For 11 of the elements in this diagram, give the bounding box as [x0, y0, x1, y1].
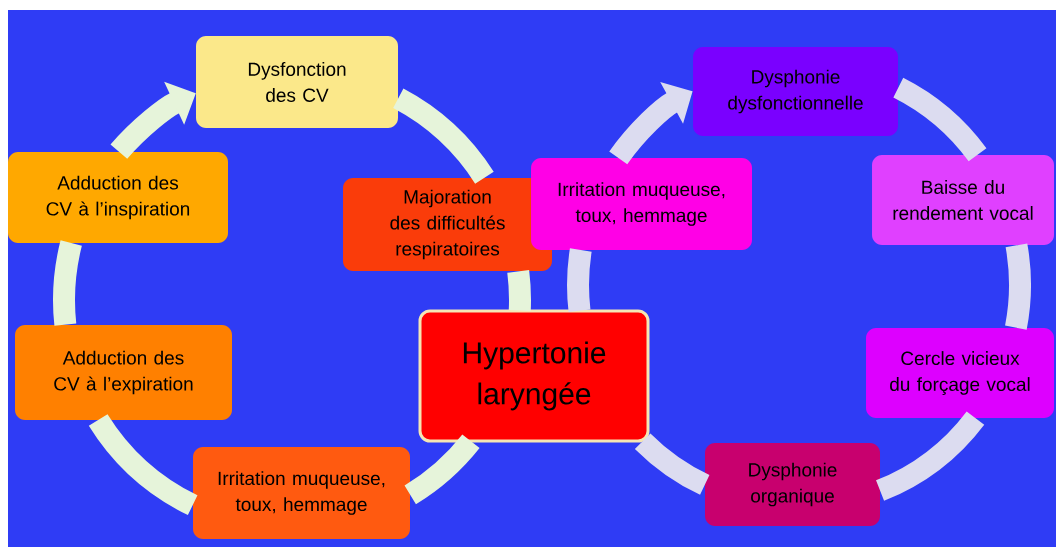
process-box: Dysfonction des CV — [196, 36, 398, 128]
process-box: Adduction des CV à l’inspiration — [8, 152, 228, 243]
central-box: Hypertonie laryngée — [418, 309, 650, 443]
process-box: Irritation muqueuse, toux, hemmage — [531, 158, 752, 250]
process-box: Dysphonie organique — [705, 443, 880, 526]
process-box: Baisse du rendement vocal — [872, 155, 1054, 245]
process-box: Dysphonie dysfonctionnelle — [693, 47, 898, 136]
process-box: Irritation muqueuse, toux, hemmage — [193, 447, 410, 539]
process-box: Majoration des difficultés respiratoires — [343, 178, 552, 271]
process-box: Cercle vicieux du forçage vocal — [866, 328, 1054, 418]
process-box: Adduction des CV à l’expiration — [15, 325, 232, 420]
